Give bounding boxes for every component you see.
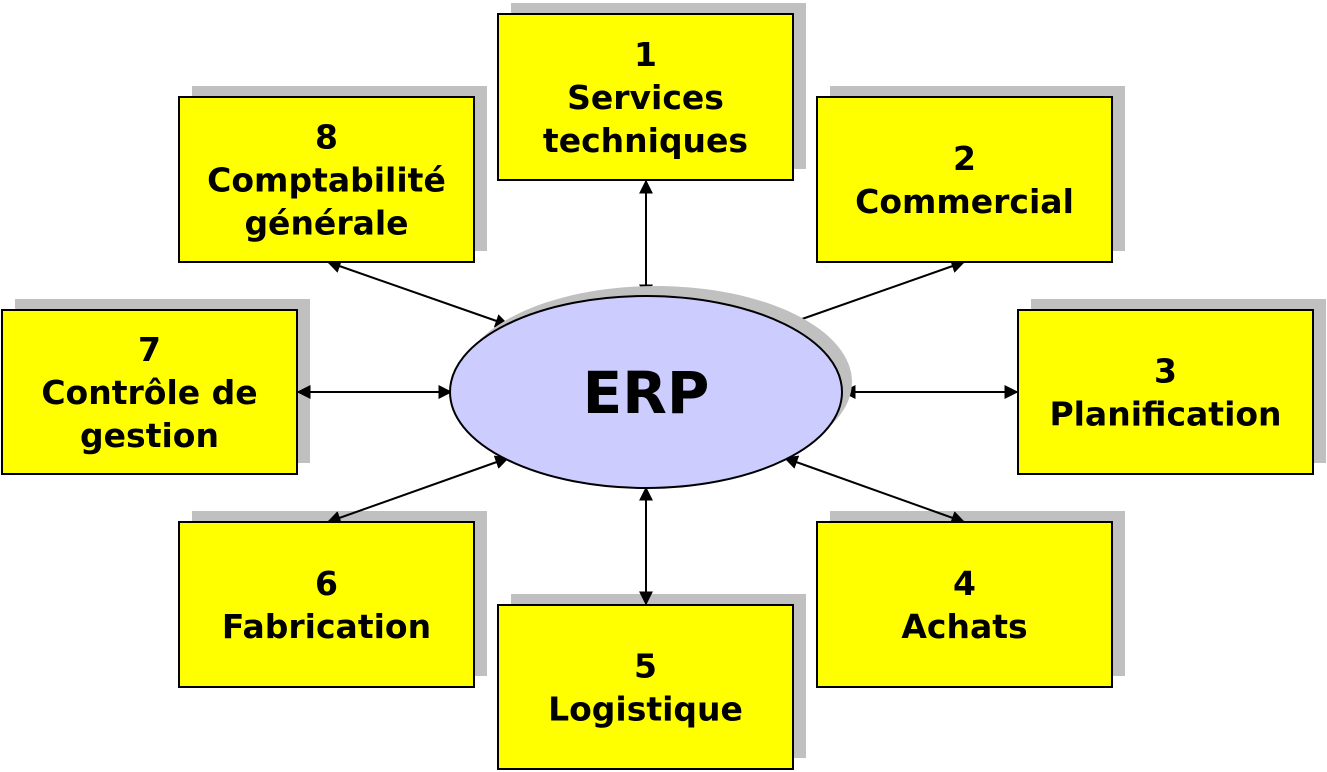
module-label-fabrication: Fabrication — [222, 607, 431, 646]
module-number-commercial: 2 — [953, 139, 976, 178]
module-box-fabrication — [178, 521, 475, 688]
hub-layer: ERP — [449, 286, 852, 489]
module-label-achats: Achats — [901, 607, 1027, 646]
module-label-services-techniques: Services — [567, 78, 724, 117]
module-box-controle-de-gestion — [1, 309, 298, 475]
module-label-services-techniques: techniques — [543, 121, 748, 160]
module-box-planification — [1017, 309, 1314, 475]
module-box-services-techniques — [497, 13, 794, 181]
module-number-planification: 3 — [1154, 352, 1177, 391]
connectors-layer — [296, 179, 1019, 606]
module-label-planification: Planification — [1049, 395, 1281, 434]
module-label-controle-de-gestion: Contrôle de — [41, 373, 257, 412]
module-label-commercial: Commercial — [855, 182, 1074, 221]
connector-arrow-achats — [783, 455, 966, 525]
connector-arrow-fabrication — [326, 455, 510, 525]
module-box-achats — [816, 521, 1113, 688]
module-number-fabrication: 6 — [315, 564, 338, 603]
erp-hub — [449, 295, 843, 489]
module-box-logistique — [497, 604, 794, 770]
module-number-achats: 4 — [953, 564, 976, 603]
connector-arrow-comptabilite-generale — [326, 259, 510, 328]
module-label-logistique: Logistique — [548, 690, 743, 729]
module-number-logistique: 5 — [634, 647, 657, 686]
module-box-comptabilite-generale — [178, 96, 475, 263]
module-number-controle-de-gestion: 7 — [138, 330, 161, 369]
connector-arrow-commercial — [783, 259, 966, 328]
module-number-services-techniques: 1 — [634, 35, 657, 74]
module-box-commercial — [816, 96, 1113, 263]
erp-hub-label: ERP — [583, 359, 710, 427]
module-label-controle-de-gestion: gestion — [80, 416, 219, 455]
module-label-comptabilite-generale: générale — [244, 204, 408, 243]
module-number-comptabilite-generale: 8 — [315, 118, 338, 157]
module-label-comptabilite-generale: Comptabilité — [207, 161, 446, 200]
